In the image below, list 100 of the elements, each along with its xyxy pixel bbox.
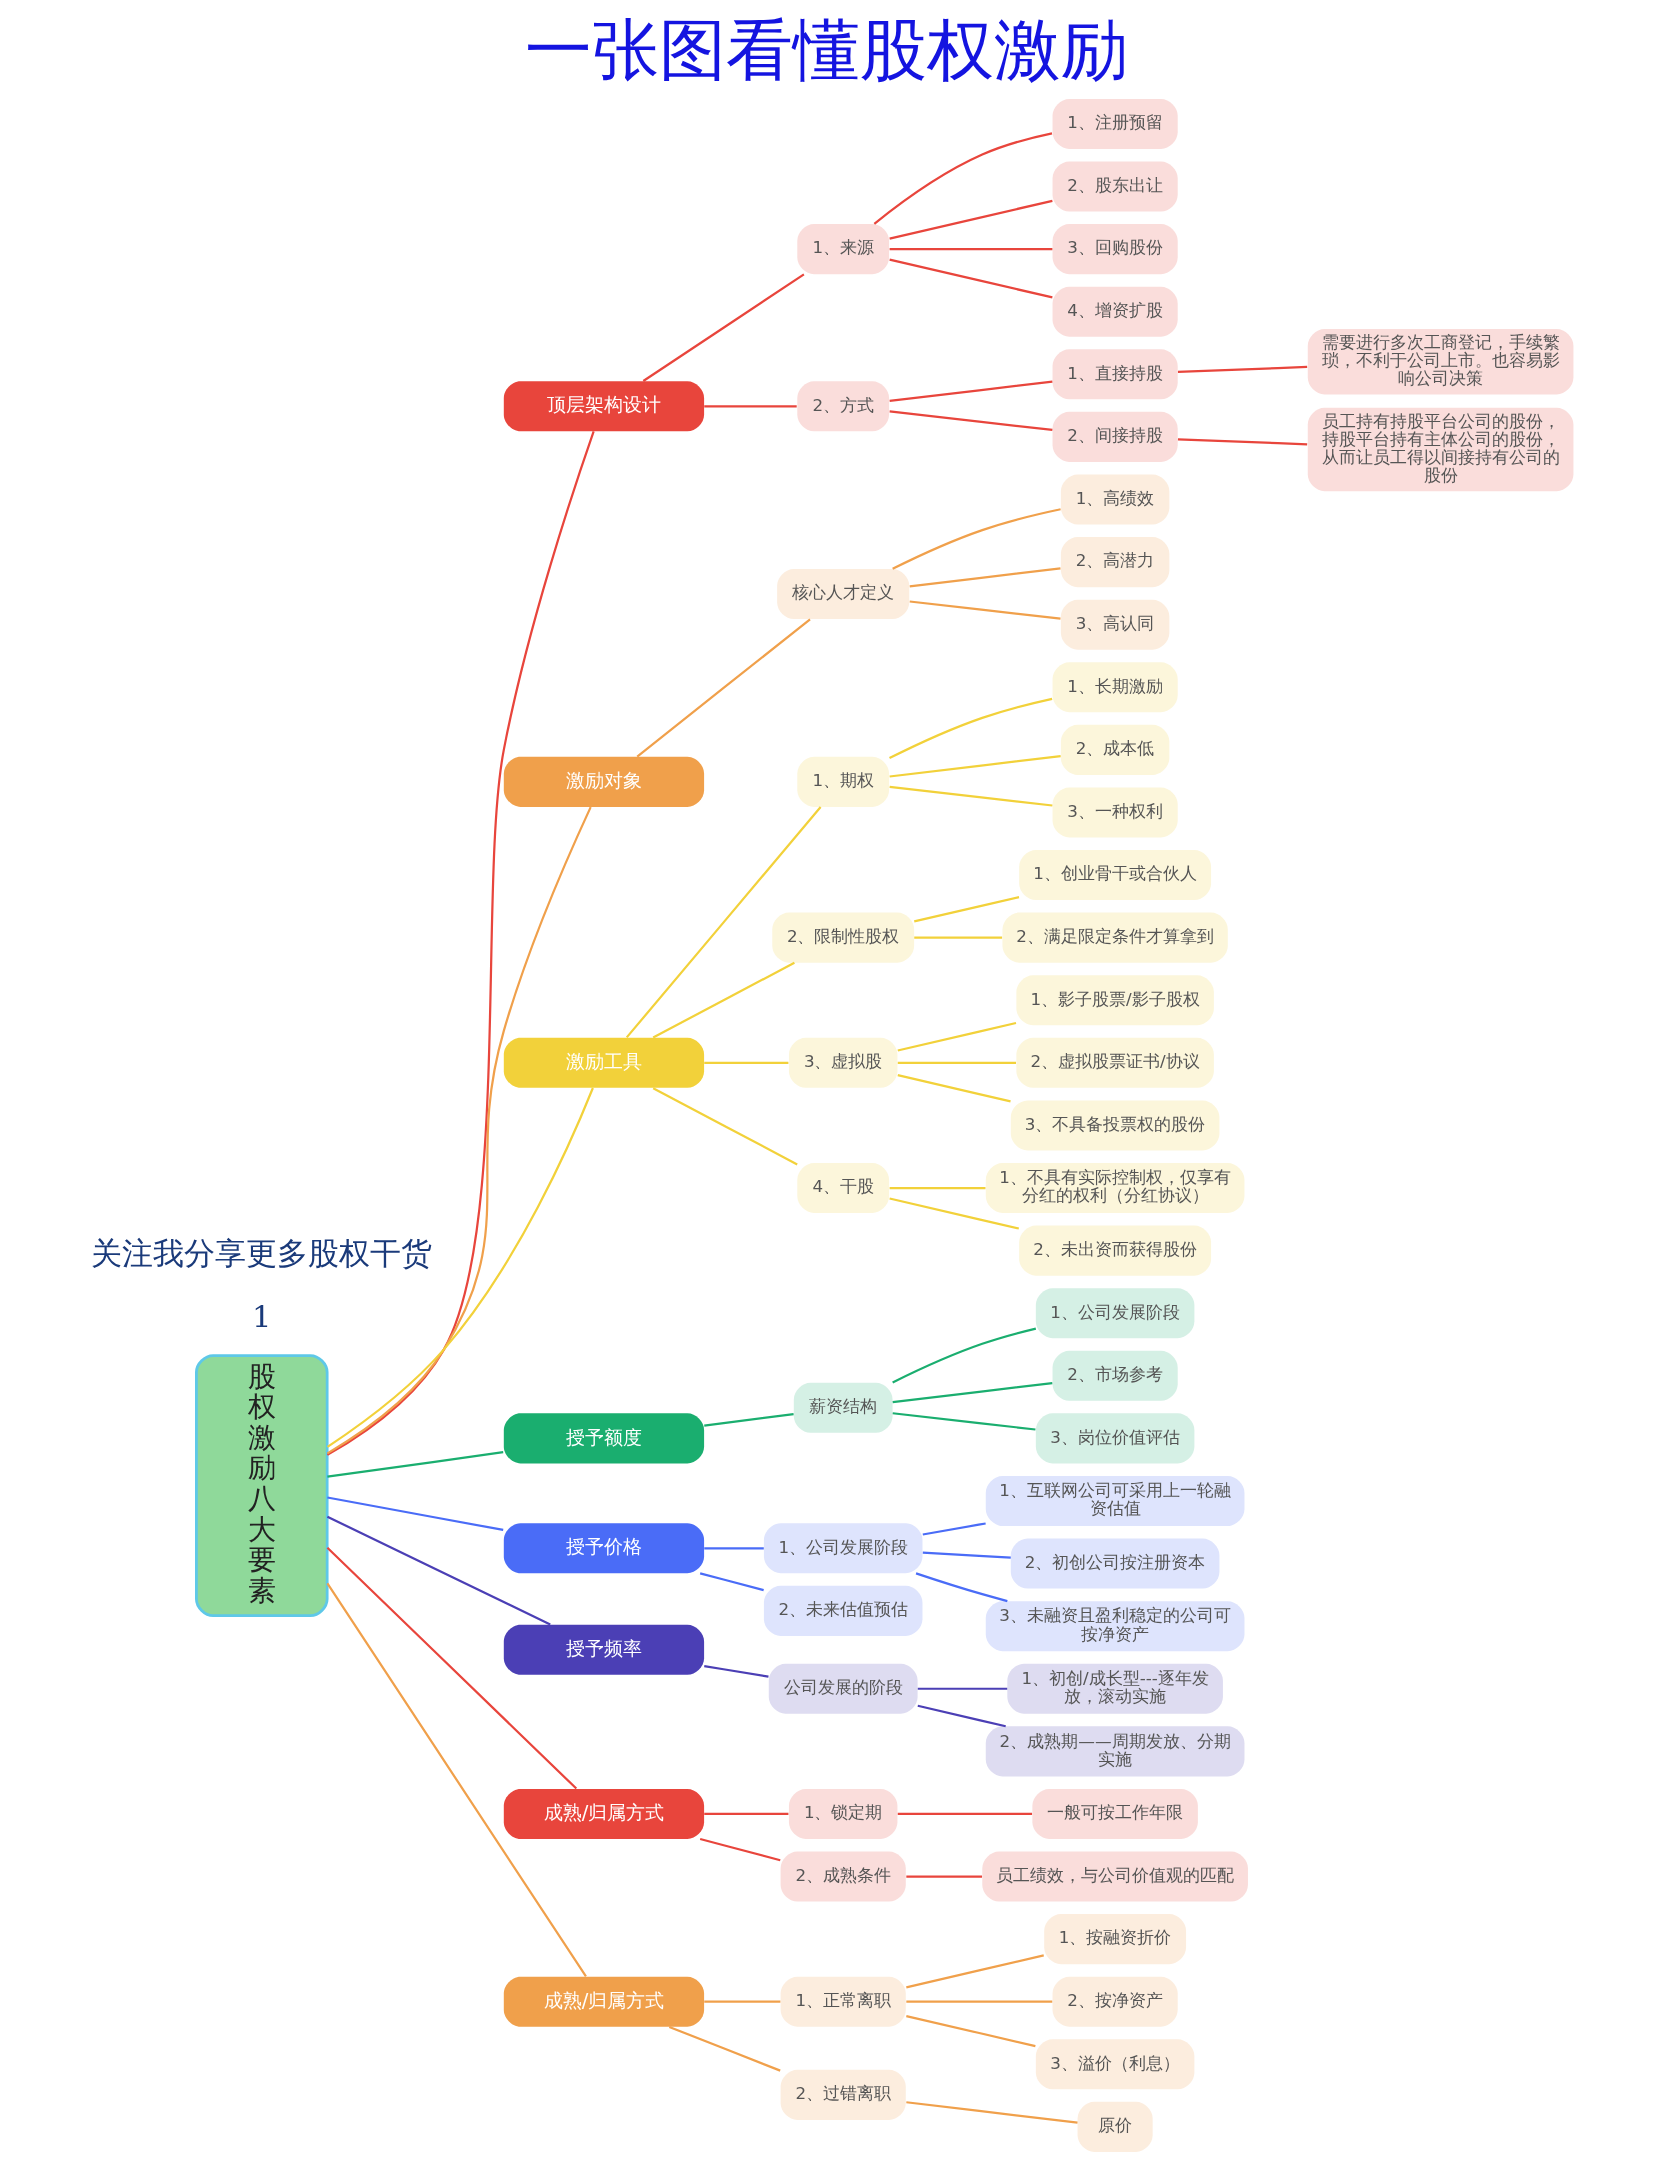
connector — [1177, 365, 1308, 374]
connector — [889, 410, 1053, 432]
diagram-title: 一张图看懂股权激励 — [525, 11, 1128, 90]
connector — [906, 2015, 1036, 2048]
node-box: 需要进行多次工商登记，手续繁琐，不利于公司上市。也容易影响公司决策 — [1307, 329, 1574, 395]
node-box: 一般可按工作年限 — [1032, 1788, 1198, 1839]
node-box: 3、溢价（利息） — [1035, 2039, 1195, 2090]
node-box: 2、成熟期——周期发放、分期实施 — [985, 1726, 1245, 1777]
node-box: 授予价格 — [503, 1523, 705, 1574]
connector — [889, 380, 1053, 403]
connector — [915, 1572, 1008, 1603]
connector — [897, 1021, 1017, 1052]
label: 1 — [252, 1298, 272, 1334]
connector — [704, 2000, 781, 2003]
node-box: 1、长期激励 — [1052, 662, 1178, 713]
node-box: 1、不具有实际控制权，仅享有分红的权利（分红协议） — [985, 1163, 1245, 1214]
node-box: 2、方式 — [797, 381, 890, 432]
node-box: 3、一种权利 — [1052, 787, 1178, 838]
connector — [922, 1551, 1011, 1559]
connector — [652, 961, 795, 1039]
connector — [1177, 438, 1308, 446]
node-box: 授予额度 — [503, 1413, 705, 1464]
connector — [889, 1197, 1020, 1230]
connector — [873, 132, 1053, 225]
connector — [889, 785, 1053, 807]
node-box: 1、正常离职 — [780, 1976, 906, 2027]
node-box: 4、干股 — [797, 1163, 890, 1214]
connector — [327, 1496, 504, 1532]
node-box: 3、未融资且盈利稳定的公司可按净资产 — [985, 1601, 1245, 1652]
connector — [922, 1522, 986, 1536]
node-box: 2、按净资产 — [1052, 1976, 1178, 2027]
node-box: 1、锁定期 — [788, 1788, 898, 1839]
connector — [897, 1812, 1033, 1816]
connector — [699, 1572, 764, 1592]
connector — [636, 618, 811, 758]
connector — [652, 1087, 798, 1166]
node-box: 授予频率 — [503, 1624, 705, 1675]
node-box: 2、成本低 — [1060, 724, 1170, 775]
node-box: 1、影子股票/影子股权 — [1016, 975, 1214, 1026]
node-box: 激励对象 — [503, 756, 705, 807]
connector — [668, 2025, 781, 2072]
connector — [892, 508, 1061, 570]
connector — [914, 936, 1003, 939]
connector — [889, 755, 1061, 778]
node-box: 3、岗位价值评估 — [1035, 1413, 1195, 1464]
connector — [327, 1451, 504, 1478]
connector — [704, 1061, 789, 1064]
node-box: 员工绩效，与公司价值观的匹配 — [982, 1851, 1248, 1902]
node-box: 3、回购股份 — [1052, 224, 1178, 275]
connector — [889, 248, 1053, 251]
connector — [909, 567, 1061, 588]
connector — [917, 1704, 1006, 1728]
connector — [326, 1547, 578, 1790]
connector — [326, 1582, 587, 1978]
node-box: 2、未来估值预估 — [763, 1585, 923, 1636]
connector — [704, 1812, 789, 1816]
node-box: 2、初创公司按注册资本 — [1010, 1538, 1220, 1589]
node-box: 1、初创/成长型---逐年发放，滚动实施 — [1007, 1663, 1223, 1714]
connector — [326, 1087, 594, 1448]
node-box: 3、高认同 — [1060, 599, 1170, 650]
connector — [704, 405, 797, 408]
node-box: 1、直接持股 — [1052, 349, 1178, 400]
node-box: 薪资结构 — [793, 1382, 893, 1433]
node-box: 2、高潜力 — [1060, 537, 1170, 588]
node-box: 2、股东出让 — [1052, 161, 1178, 212]
node-box: 2、虚拟股票证书/协议 — [1016, 1037, 1214, 1088]
connector — [897, 1074, 1011, 1103]
connector — [906, 2101, 1078, 2124]
node-box: 2、过错离职 — [780, 2069, 906, 2120]
connector — [889, 199, 1053, 240]
node-box: 成熟/归属方式 — [503, 1976, 705, 2027]
connector — [906, 1875, 983, 1878]
node-box: 2、成熟条件 — [780, 1851, 906, 1902]
connector — [704, 1412, 794, 1427]
node-box: 1、注册预留 — [1052, 98, 1178, 149]
node-box: 原价 — [1077, 2101, 1153, 2152]
node-box: 1、互联网公司可采用上一轮融资估值 — [985, 1475, 1245, 1526]
caption: 关注我分享更多股权干货 — [91, 1235, 433, 1271]
node-box: 1、来源 — [797, 224, 890, 275]
connector — [892, 1327, 1037, 1384]
connector — [914, 896, 1020, 923]
connector — [704, 1665, 769, 1678]
node-box: 股权激励八大要素 — [195, 1354, 329, 1618]
connector — [909, 600, 1061, 620]
connector — [642, 273, 805, 382]
node-box: 顶层架构设计 — [503, 381, 705, 432]
connector — [892, 1382, 1053, 1404]
node-box: 2、满足限定条件才算拿到 — [1002, 912, 1228, 963]
node-box: 员工持有持股平台公司的股份，持股平台持有主体公司的股份，从而让员工得以间接持有公司的股份 — [1307, 407, 1574, 492]
node-box: 1、创业骨干或合伙人 — [1019, 850, 1212, 901]
connector — [326, 431, 595, 1456]
connector — [917, 1687, 1008, 1690]
connector — [889, 258, 1053, 299]
node-box: 2、间接持股 — [1052, 411, 1178, 462]
connector — [892, 1412, 1036, 1431]
node-box: 2、限制性股权 — [772, 912, 915, 963]
connector — [906, 2000, 1053, 2003]
node-box: 3、不具备投票权的股份 — [1010, 1100, 1220, 1151]
node-box: 4、增资扩股 — [1052, 286, 1178, 337]
node-box: 1、按融资折价 — [1044, 1914, 1187, 1965]
